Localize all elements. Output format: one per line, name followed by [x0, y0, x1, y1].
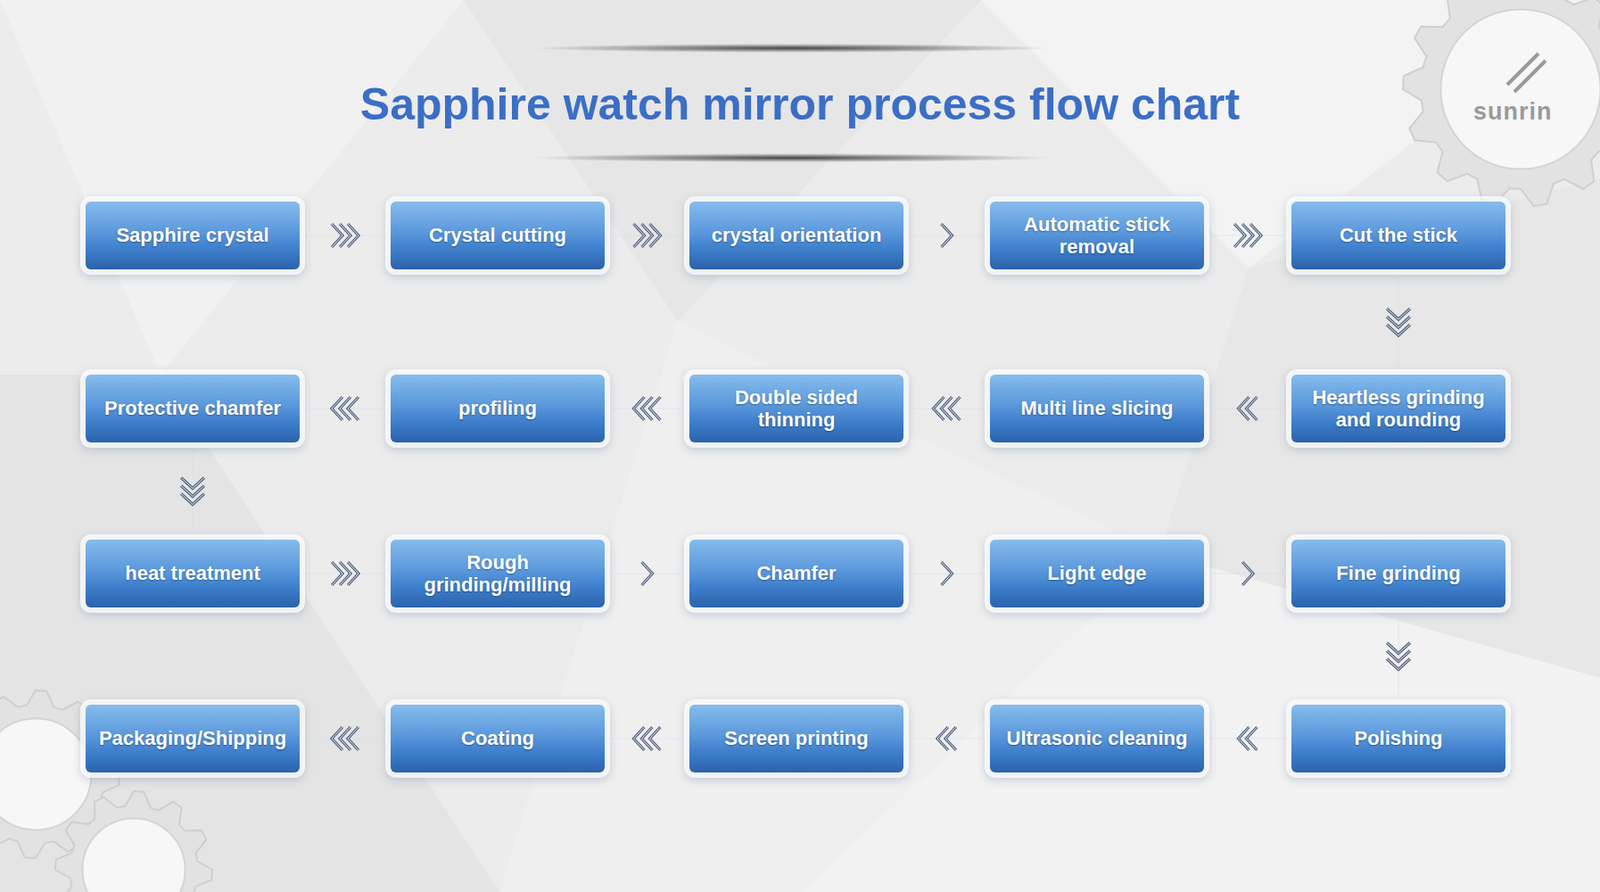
process-box: Light edge: [989, 539, 1205, 608]
flow-connector: [910, 561, 983, 586]
process-box: Coating: [390, 704, 605, 773]
process-box: crystal orientation: [689, 201, 904, 270]
flow-connector: [611, 223, 683, 248]
process-box: Fine grinding: [1291, 539, 1506, 608]
logo-text: sunrin: [1473, 98, 1553, 126]
flow-connector: [910, 726, 983, 751]
process-box: Double sided thinning: [689, 374, 904, 443]
flow-connector: [181, 449, 205, 533]
process-box: Automatic stick removal: [989, 201, 1205, 270]
process-label: Fine grinding: [1336, 561, 1460, 585]
flow-connector: [611, 726, 683, 751]
flow-connector: [611, 561, 683, 586]
process-label: Chamfer: [756, 561, 836, 585]
process-label: Double sided thinning: [698, 386, 895, 432]
gear-decoration: [55, 791, 213, 892]
flow-connector: [1211, 561, 1285, 586]
process-box: Crystal cutting: [390, 201, 605, 270]
flow-connector: [1386, 614, 1411, 698]
process-box: Heartless grinding and rounding: [1291, 374, 1506, 443]
process-label: Light edge: [1047, 561, 1147, 585]
gear-decoration: [1402, 0, 1600, 207]
process-label: Rough grinding/milling: [399, 551, 596, 597]
flow-connector: [910, 223, 983, 248]
flow-connector: [1211, 396, 1285, 421]
process-label: Coating: [461, 726, 535, 750]
process-label: profiling: [458, 396, 537, 420]
chart-title: Sapphire watch mirror process flow chart: [0, 78, 1600, 131]
process-label: Cut the stick: [1339, 223, 1458, 247]
process-box: Polishing: [1291, 704, 1506, 773]
process-box: Chamfer: [689, 539, 904, 608]
flow-connector: [306, 726, 384, 751]
process-label: heat treatment: [124, 561, 261, 585]
process-box: Multi line slicing: [989, 374, 1205, 443]
flow-connector: [1211, 726, 1285, 751]
flow-connector: [1211, 223, 1285, 248]
process-box: Cut the stick: [1291, 201, 1506, 270]
process-box: Packaging/Shipping: [85, 704, 300, 773]
process-box: Rough grinding/milling: [390, 539, 605, 608]
process-label: Heartless grinding and rounding: [1300, 386, 1497, 432]
process-label: Polishing: [1354, 726, 1444, 750]
flow-connector: [910, 396, 983, 421]
process-label: Automatic stick removal: [998, 213, 1196, 259]
process-label: Ultrasonic cleaning: [1006, 726, 1188, 750]
process-label: Crystal cutting: [428, 223, 567, 247]
flow-connector: [1386, 276, 1411, 368]
process-label: Packaging/Shipping: [98, 726, 287, 750]
flow-connector: [306, 223, 384, 248]
flow-connector: [306, 561, 384, 586]
process-box: heat treatment: [85, 539, 300, 608]
process-box: profiling: [390, 374, 605, 443]
process-label: crystal orientation: [711, 223, 883, 247]
title-rule: [533, 43, 1051, 53]
process-box: Screen printing: [689, 704, 904, 773]
logo-mark: [1507, 53, 1546, 92]
process-box: Protective chamfer: [85, 374, 300, 443]
process-label: Protective chamfer: [104, 396, 281, 420]
process-label: Multi line slicing: [1020, 396, 1173, 420]
title-rule: [533, 153, 1051, 163]
flow-connector: [306, 396, 384, 421]
flow-connector: [611, 396, 683, 421]
process-box: Sapphire crystal: [85, 201, 300, 270]
process-box: Ultrasonic cleaning: [989, 704, 1205, 773]
background-facet: [0, 0, 464, 375]
process-label: Screen printing: [724, 726, 868, 750]
process-label: Sapphire crystal: [115, 223, 269, 247]
